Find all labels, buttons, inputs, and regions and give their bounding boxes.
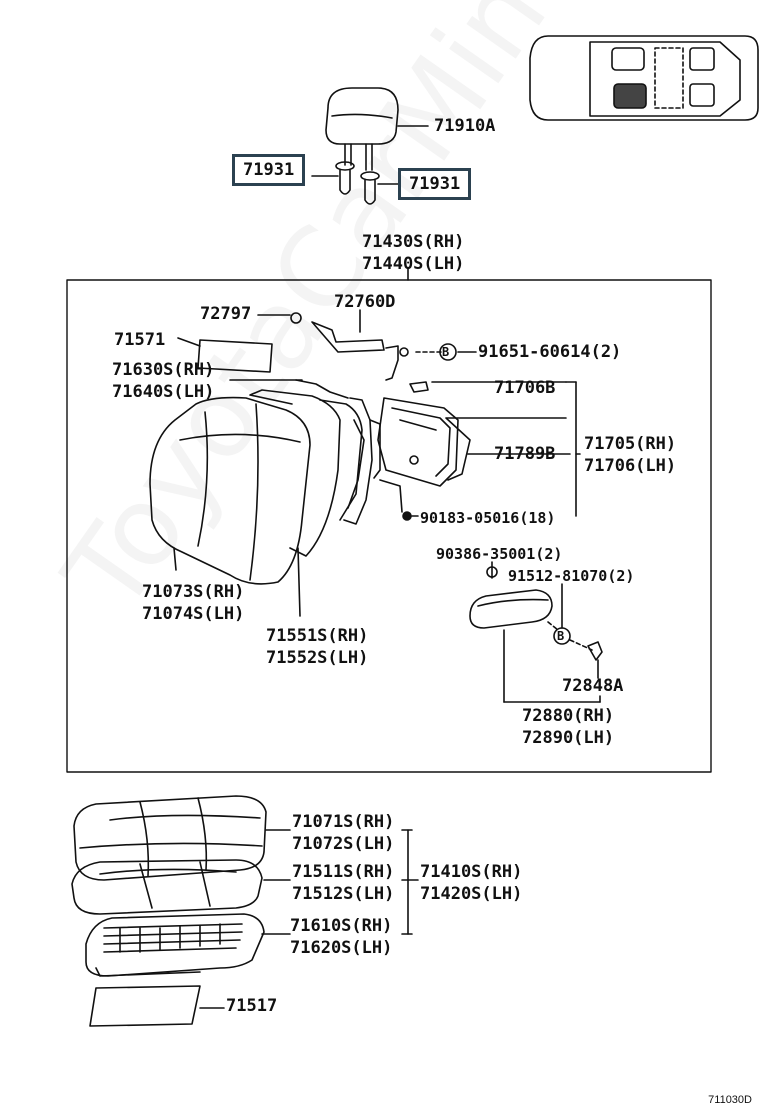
label-71517: 71517 [226, 996, 278, 1016]
label-71630s: 71630S(RH) [112, 360, 215, 380]
label-72880: 72880(RH) [522, 706, 615, 726]
label-72797: 72797 [200, 304, 252, 324]
seat-cushion-pad-drawing [71, 859, 263, 915]
label-71705: 71705(RH) [584, 434, 677, 454]
label-90183: 90183-05016(18) [420, 509, 556, 527]
label-71640s: 71640S(LH) [112, 382, 215, 402]
seatback-assy-frame [66, 279, 712, 773]
label-back-assy-lh: 71440S(LH) [362, 254, 465, 274]
label-71072s: 71072S(LH) [292, 834, 395, 854]
label-71571: 71571 [114, 330, 166, 350]
label-72890: 72890(LH) [522, 728, 615, 748]
label-71789b: 71789B [494, 444, 556, 464]
marker-b-1: B [442, 345, 450, 359]
armrest-drawing [469, 561, 603, 703]
label-90386: 90386-35001(2) [436, 545, 563, 563]
marker-b-2: B [557, 629, 565, 643]
label-support-left: 71931 [232, 154, 306, 186]
label-71620s: 71620S(LH) [290, 938, 393, 958]
label-71512s: 71512S(LH) [292, 884, 395, 904]
label-71706: 71706(LH) [584, 456, 677, 476]
seat-cushion-frame-drawing [85, 913, 265, 977]
label-71552s: 71552S(LH) [266, 648, 369, 668]
label-91512: 91512-81070(2) [508, 567, 635, 585]
label-72848a: 72848A [562, 676, 624, 696]
seatback-cover-drawing [149, 379, 363, 617]
drawing-code: 711030D [708, 1094, 752, 1106]
label-91651: 91651-60614(2) [478, 342, 622, 362]
label-headrest: 71910A [434, 116, 496, 136]
label-support-right: 71931 [398, 168, 472, 200]
car-locator-icon [529, 35, 759, 121]
label-71410s: 71410S(RH) [420, 862, 523, 882]
label-71420s: 71420S(LH) [420, 884, 523, 904]
label-71073s: 71073S(RH) [142, 582, 245, 602]
label-71706b: 71706B [494, 378, 556, 398]
label-71551s: 71551S(RH) [266, 626, 369, 646]
label-71610s: 71610S(RH) [290, 916, 393, 936]
label-71074s: 71074S(LH) [142, 604, 245, 624]
label-back-assy-rh: 71430S(RH) [362, 232, 465, 252]
seat-cushion-cover-drawing [73, 795, 267, 881]
seat-frame-drawing [343, 381, 581, 525]
label-71511s: 71511S(RH) [292, 862, 395, 882]
label-71071s: 71071S(RH) [292, 812, 395, 832]
sheet-71517-drawing [89, 985, 201, 1027]
headrest-drawing [311, 87, 429, 205]
label-72760d: 72760D [334, 292, 396, 312]
